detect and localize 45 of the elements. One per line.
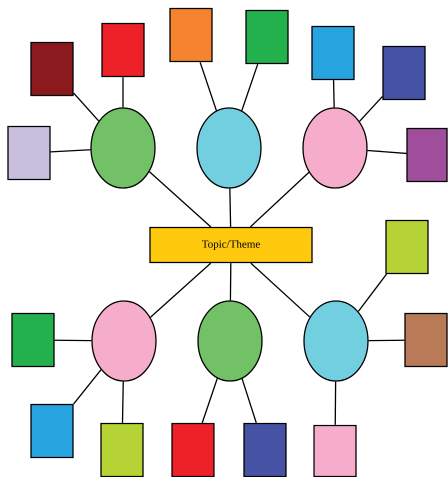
colour-square — [385, 220, 429, 274]
colour-square — [382, 46, 426, 100]
ellipse — [90, 107, 156, 189]
connector-line — [200, 62, 217, 111]
connector-line — [122, 77, 124, 108]
connector-line — [359, 96, 383, 122]
connector-line — [358, 274, 388, 312]
ellipse — [303, 300, 369, 382]
connector-line — [250, 172, 310, 228]
ellipse — [196, 107, 262, 189]
colour-square — [245, 10, 289, 64]
connector-line — [242, 378, 257, 424]
connector-line — [50, 149, 90, 152]
colour-square — [100, 422, 144, 477]
connector-line — [150, 262, 212, 318]
connector-line — [54, 340, 92, 342]
connector-line — [250, 262, 310, 318]
connector-line — [73, 92, 100, 122]
colour-square — [30, 404, 74, 458]
connector-line — [229, 188, 232, 227]
ellipse — [91, 300, 157, 382]
ellipse — [302, 107, 368, 189]
ellipse — [197, 300, 263, 382]
colour-square — [406, 128, 448, 182]
connector-line — [368, 150, 406, 154]
colour-square — [101, 22, 145, 78]
colour-square — [243, 422, 287, 477]
connector-line — [332, 80, 335, 108]
colour-square — [311, 26, 355, 80]
connector-line — [368, 340, 404, 342]
colour-square — [404, 312, 448, 368]
colour-square — [171, 422, 215, 477]
colour-square — [30, 42, 74, 96]
connector-line — [241, 64, 258, 111]
connector-line — [122, 382, 124, 423]
connector-line — [230, 263, 232, 300]
connector-line — [334, 382, 336, 425]
colour-square — [313, 424, 357, 477]
connector-line — [73, 369, 102, 404]
connector-line — [149, 171, 212, 228]
topic-box: Topic/Theme — [149, 226, 313, 264]
colour-square — [11, 312, 55, 368]
connector-line — [202, 378, 218, 424]
colour-square — [169, 8, 213, 62]
colour-square — [7, 126, 51, 180]
